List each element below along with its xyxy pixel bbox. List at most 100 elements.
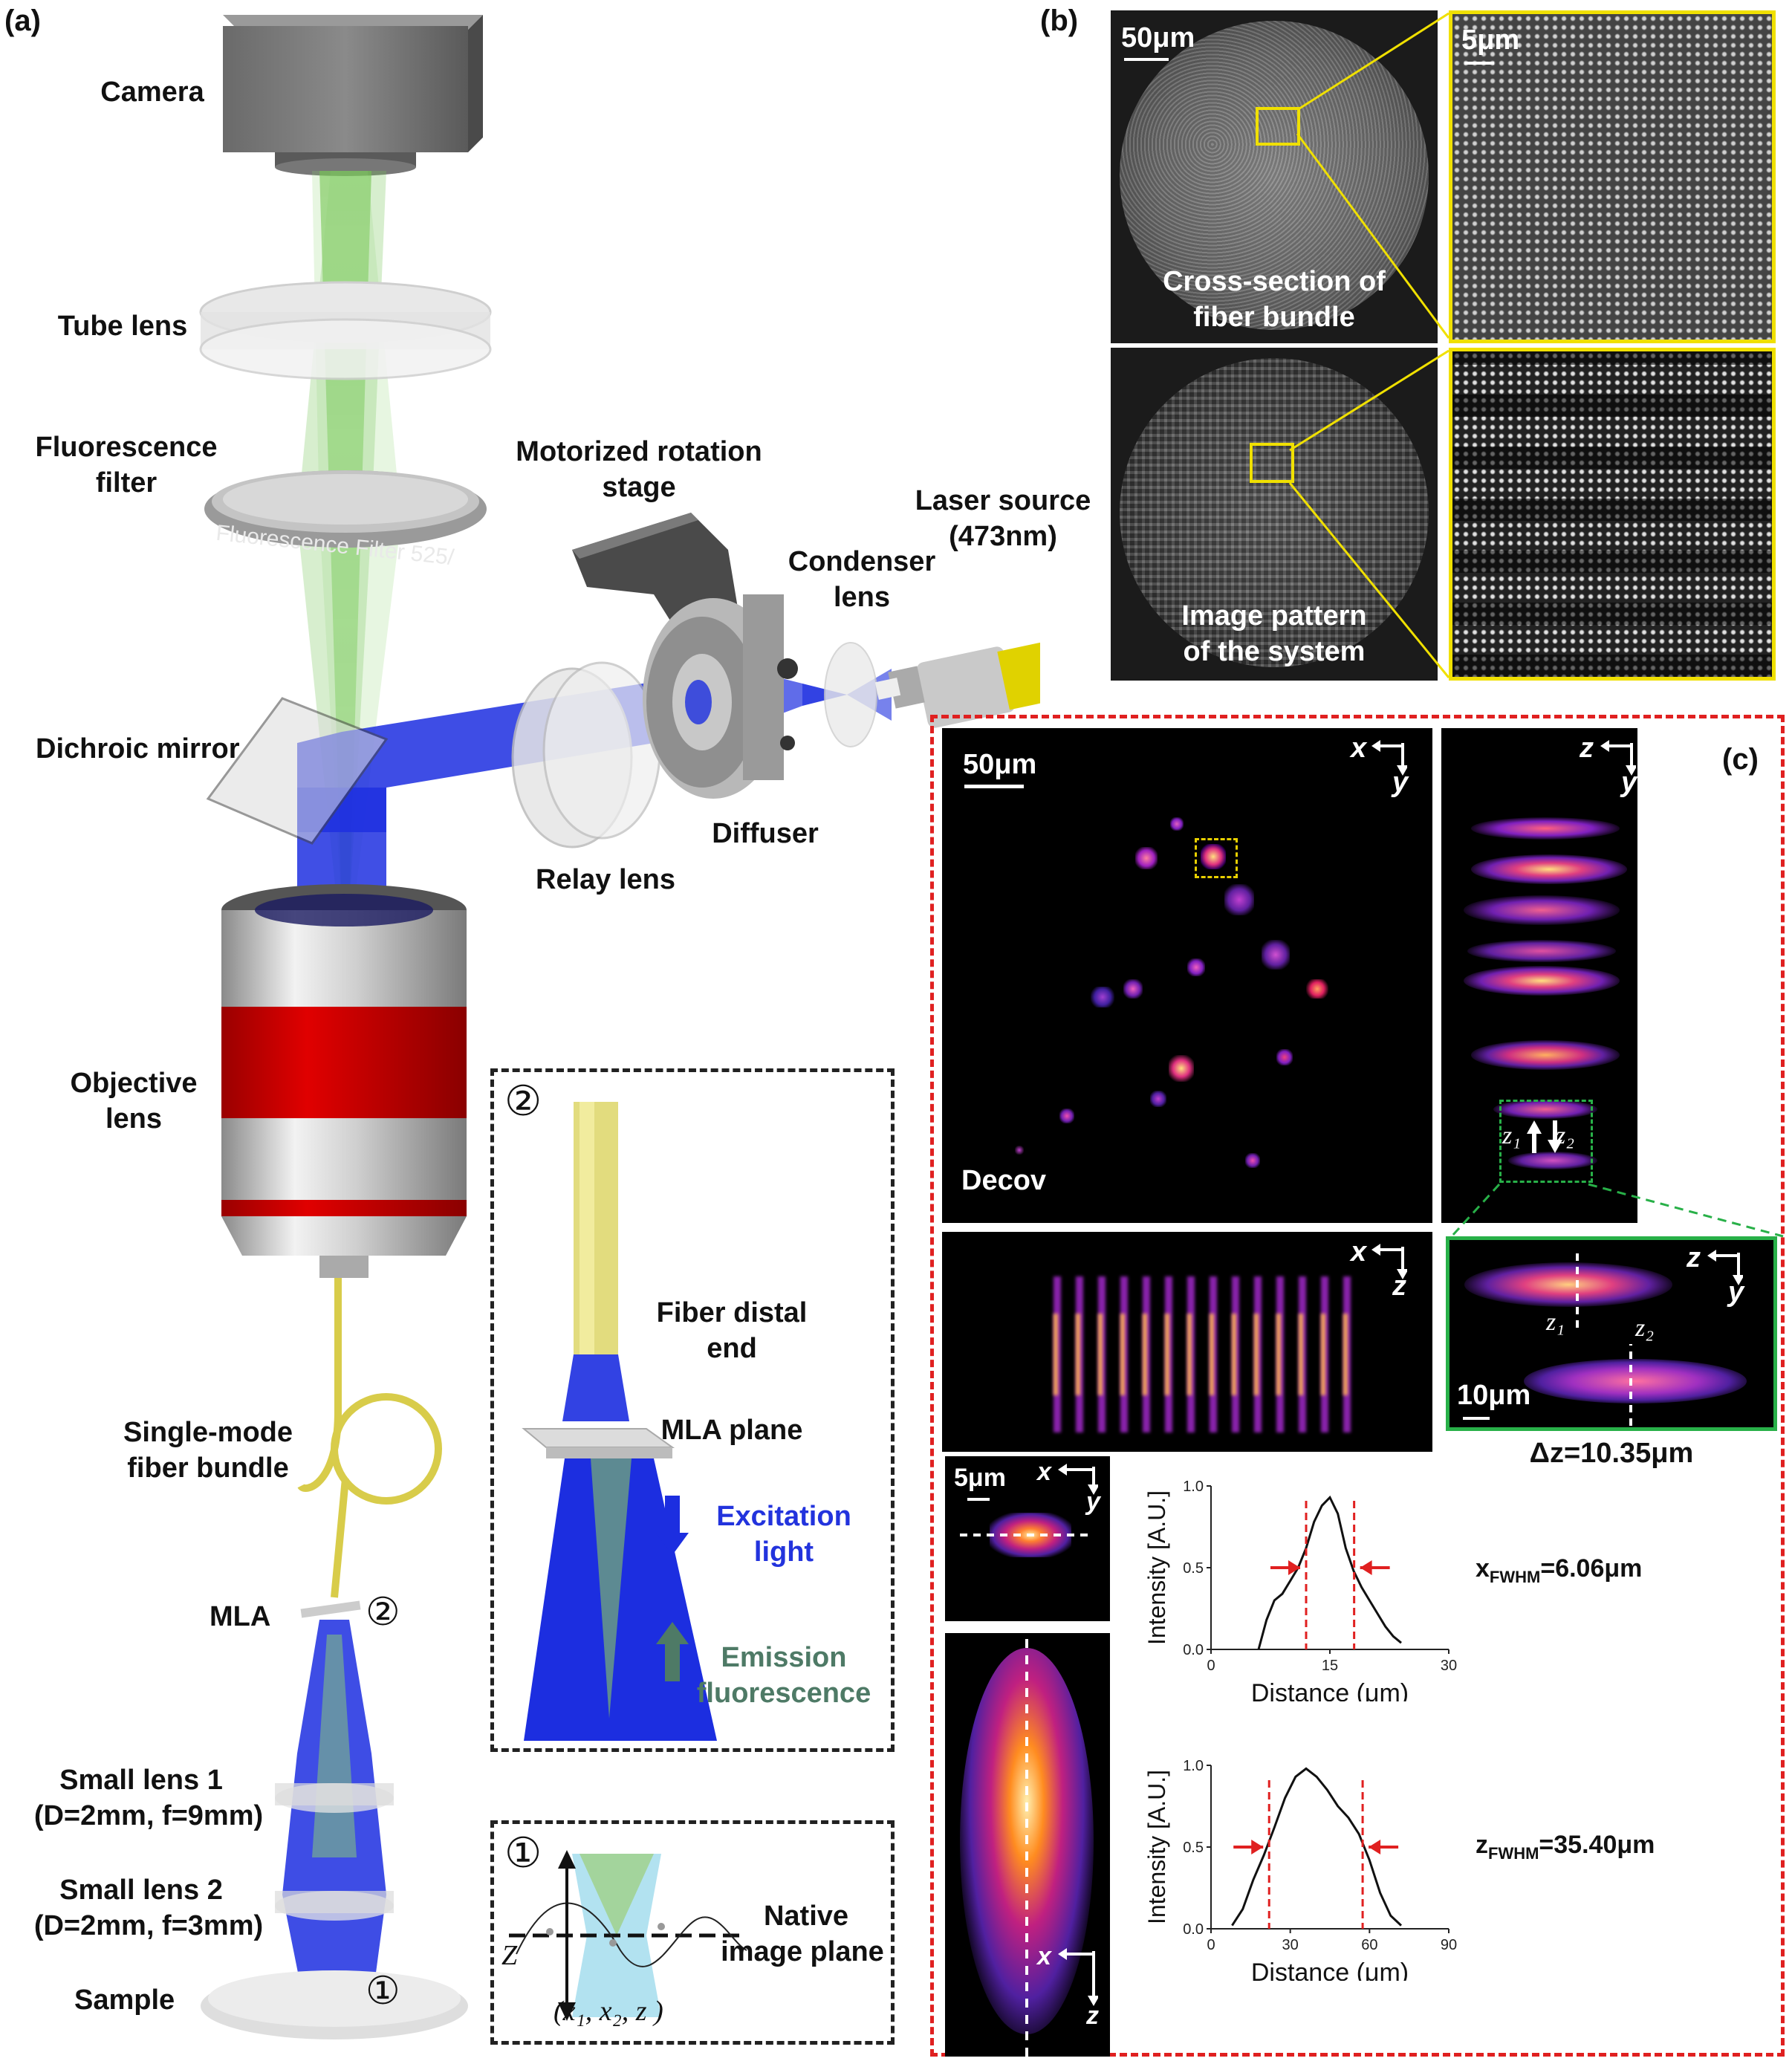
fiber-zoom-image: 5μm (1449, 10, 1776, 343)
inset-mla-detail: ② Fiber distal end MLA plane Excitation … (490, 1068, 895, 1752)
scale-5um-b: 5μm (1461, 25, 1520, 56)
scale-5um-c: 5μm (954, 1464, 1006, 1492)
inset2-excitation-line2: light (753, 1536, 814, 1568)
y-tick-label: 1.0 (1183, 1479, 1204, 1495)
axes-psf-xz: x z (1037, 1942, 1099, 2030)
label-laser-line1: Laser source (915, 485, 1091, 516)
y-axis-label: Intensity [A.U.] (1144, 1490, 1170, 1645)
y-tick-label: 0.0 (1183, 1921, 1204, 1938)
label-mla: MLA (210, 1601, 271, 1632)
inset1-z-label: Z (501, 1940, 518, 1971)
inset2-marker: ② (504, 1077, 542, 1124)
zoom-z2-label: z₂ (1635, 1314, 1655, 1342)
condenser-lens (824, 642, 877, 747)
y-axis-label: Intensity [A.U.] (1144, 1770, 1170, 1924)
panel-label-b: (b) (1040, 4, 1079, 37)
fwhm-arrow-head (1360, 1560, 1372, 1575)
tube-lens (199, 281, 492, 380)
label-tube-lens: Tube lens (57, 311, 188, 342)
inset2-emission-line2: fluorescence (696, 1678, 871, 1709)
objective-lens-body (221, 884, 467, 1278)
fluorescence-filter: Fluorescence Filter 525/ (204, 470, 487, 570)
inset1-marker: ① (504, 1829, 542, 1876)
mla-and-lower-optics (201, 1600, 468, 2039)
label-fiber-bundle-line2: fiber bundle (127, 1453, 289, 1484)
x-tick-label: 30 (1441, 1658, 1457, 1674)
zoom-z1-label: z₁ (1546, 1308, 1565, 1336)
x-tick-label: 0 (1207, 1658, 1215, 1674)
relay-lens (511, 661, 661, 848)
fwhm-arrow-head (1288, 1560, 1300, 1575)
axes-zoom-zy: z y (1687, 1242, 1744, 1308)
inset1-native-line2: image plane (721, 1936, 884, 1967)
fwhm-arrow-head (1369, 1840, 1381, 1854)
panel-label-a: (a) (4, 4, 41, 37)
psf-xy-image: 5μm (945, 1456, 1110, 1621)
label-diffuser: Diffuser (712, 818, 819, 849)
label-fiber-bundle-line1: Single-mode (123, 1417, 293, 1448)
label-motorized-line1: Motorized rotation (516, 436, 762, 467)
axes-xz: x z (1351, 1236, 1425, 1311)
fwhm-arrow-head (1251, 1840, 1264, 1854)
y-tick-label: 0.5 (1183, 1840, 1204, 1856)
caption-image-line1: Image pattern (1181, 600, 1367, 632)
zy-z1-label: z₁ (1502, 1122, 1522, 1149)
label-sample: Sample (74, 1985, 175, 2016)
delta-z-label: Δz=10.35μm (1529, 1438, 1694, 1469)
label-condenser-line1: Condenser (788, 546, 936, 577)
inset2-fiber-line2: end (707, 1333, 757, 1364)
z-fwhm-label: zFWHM=35.40μm (1476, 1831, 1655, 1863)
optical-setup-illustration: Fluorescence Filter 525/ (199, 15, 1040, 2039)
inset2-fiber-line1: Fiber distal (656, 1297, 808, 1328)
label-camera: Camera (100, 77, 204, 108)
panel-label-c: (c) (1722, 743, 1759, 776)
system-pattern-image: Image pattern of the system (1111, 348, 1438, 681)
caption-cross-line2: fiber bundle (1193, 302, 1355, 333)
camera-body (223, 15, 483, 176)
label-small-lens2-line2: (D=2mm, f=3mm) (33, 1910, 264, 1941)
x-tick-label: 90 (1441, 1937, 1457, 1953)
label-small-lens2-line1: Small lens 2 (59, 1875, 223, 1906)
label-dichroic-mirror: Dichroic mirror (36, 733, 240, 765)
x-tick-label: 15 (1322, 1658, 1338, 1674)
caption-image-line2: of the system (1183, 636, 1366, 667)
decov-label: Decov (961, 1165, 1047, 1196)
psf-xz-image (945, 1633, 1110, 2057)
fiber-bundle (297, 1278, 442, 1598)
motorized-rotation-stage (572, 513, 798, 799)
dichroic-mirror (206, 697, 389, 845)
y-tick-label: 0.0 (1183, 1642, 1204, 1658)
marker-1: ① (366, 1970, 400, 2013)
inset1-coords: (x₁, x₂, z ) (553, 1996, 663, 2027)
decov-zy-projection: z₁ z₂ (1441, 728, 1637, 1223)
zoom-z1-z2-image: z₁ z₂ 10μm (1446, 1236, 1777, 1431)
profile-line (1231, 1767, 1403, 1927)
axes-zy: z y (1580, 733, 1637, 798)
label-laser-line2: (473nm) (949, 521, 1057, 552)
label-fluorescence-filter-line2: filter (95, 467, 158, 499)
scale-50um-b1: 50μm (1121, 22, 1195, 53)
inset2-excitation-line1: Excitation (716, 1501, 851, 1532)
label-relay-lens: Relay lens (536, 864, 675, 895)
caption-cross-line1: Cross-section of (1163, 266, 1386, 297)
x-fwhm-label: xFWHM=6.06μm (1476, 1554, 1643, 1586)
x-axis-label: Distance (μm) (1251, 1958, 1409, 1981)
x-tick-label: 30 (1282, 1937, 1299, 1953)
axes-xy: x y (1351, 733, 1409, 798)
decov-xz-projection (942, 1232, 1432, 1452)
fiber-cross-section-image: 50μm Cross-section of fiber bundle (1111, 10, 1438, 343)
inset1-native-line1: Native (763, 1901, 849, 1932)
laser-fiber-connector (874, 642, 1040, 728)
marker-2: ② (366, 1591, 400, 1634)
profile-line (1257, 1495, 1402, 1650)
inset-native-image-plane: ① Z (x₁, x₂, z ) Native image plane (490, 1820, 895, 2045)
inset2-emission-line1: Emission (721, 1642, 847, 1673)
label-motorized-line2: stage (602, 472, 676, 503)
y-tick-label: 0.5 (1183, 1560, 1204, 1577)
label-condenser-line2: lens (833, 582, 891, 613)
y-tick-label: 1.0 (1183, 1758, 1204, 1774)
zoom-connector-lines (1288, 12, 1450, 678)
x-tick-label: 0 (1207, 1937, 1215, 1953)
